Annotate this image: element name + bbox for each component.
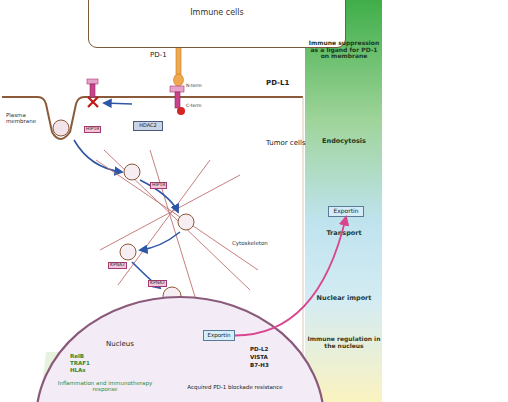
enzyme-box: HDAC2 [133, 121, 163, 131]
gene-label: PD-L2 [250, 346, 268, 352]
protein-tag: KPNA2 [108, 262, 127, 269]
protein-box: Exportin [203, 330, 235, 341]
terminus-label: C-term [186, 104, 201, 109]
pdl1-stem [175, 92, 180, 108]
response-label: Acquired PD-1 blockade resistance [180, 384, 290, 390]
vesicle [178, 214, 194, 230]
flow-arrow [104, 103, 132, 104]
gene-label: HLAs [70, 367, 86, 373]
flow-arrow [140, 232, 180, 250]
protein-tag: HIP1R [150, 182, 167, 189]
protein-tag: KPNA2 [148, 280, 167, 287]
cytoskeleton-fiber [96, 150, 258, 300]
stage-label: Transport [307, 230, 381, 237]
gene-label: B7-H3 [250, 362, 269, 368]
stage-label: Immune suppression as a ligand for PD-1 … [307, 40, 381, 60]
stage-band [305, 0, 382, 402]
vesicle [120, 244, 136, 260]
protein-box: Exportin [328, 206, 364, 217]
pdl1-head [170, 86, 184, 92]
stage-label: Nuclear import [307, 295, 381, 302]
stage-label: Immune regulation in the nucleus [307, 336, 381, 349]
flow-arrow [140, 180, 178, 212]
pdl1-head [87, 79, 98, 84]
terminus-label: N-term [186, 84, 202, 89]
receptor-label: PD-1 [150, 52, 167, 60]
pd1-receptor [176, 46, 181, 76]
cell-box: Immune cells [88, 0, 346, 48]
stage-label: Endocytosis [307, 138, 381, 145]
gene-label: RelB [70, 353, 84, 359]
node-text: Exportin [333, 208, 358, 215]
cell-label: Tumor cells [266, 140, 306, 148]
protein-tag: HIP1R [84, 126, 101, 133]
plasma-membrane [2, 97, 303, 139]
ligand-label: PD-L1 [266, 80, 289, 88]
node-text: Nucleus [106, 341, 134, 349]
node-text: Immune cells [190, 9, 243, 18]
gene-label: VISTA [250, 354, 268, 360]
structure-label: Cytoskeleton [232, 240, 268, 246]
pdl1-stem [90, 84, 95, 97]
response-label: Inflammation and immunotherapy response [46, 380, 164, 392]
block-cross [88, 97, 98, 107]
nuclear-envelope [36, 297, 324, 402]
gene-label: TRAF1 [70, 360, 90, 366]
membrane-label: Plasma membrane [6, 112, 40, 124]
acetyl-mark [177, 107, 185, 115]
vesicle [53, 120, 69, 136]
flow-arrow [74, 140, 122, 172]
node-text: HDAC2 [139, 123, 157, 129]
pd1-head [174, 74, 184, 86]
vesicle [124, 164, 140, 180]
node-text: Exportin [207, 332, 230, 338]
